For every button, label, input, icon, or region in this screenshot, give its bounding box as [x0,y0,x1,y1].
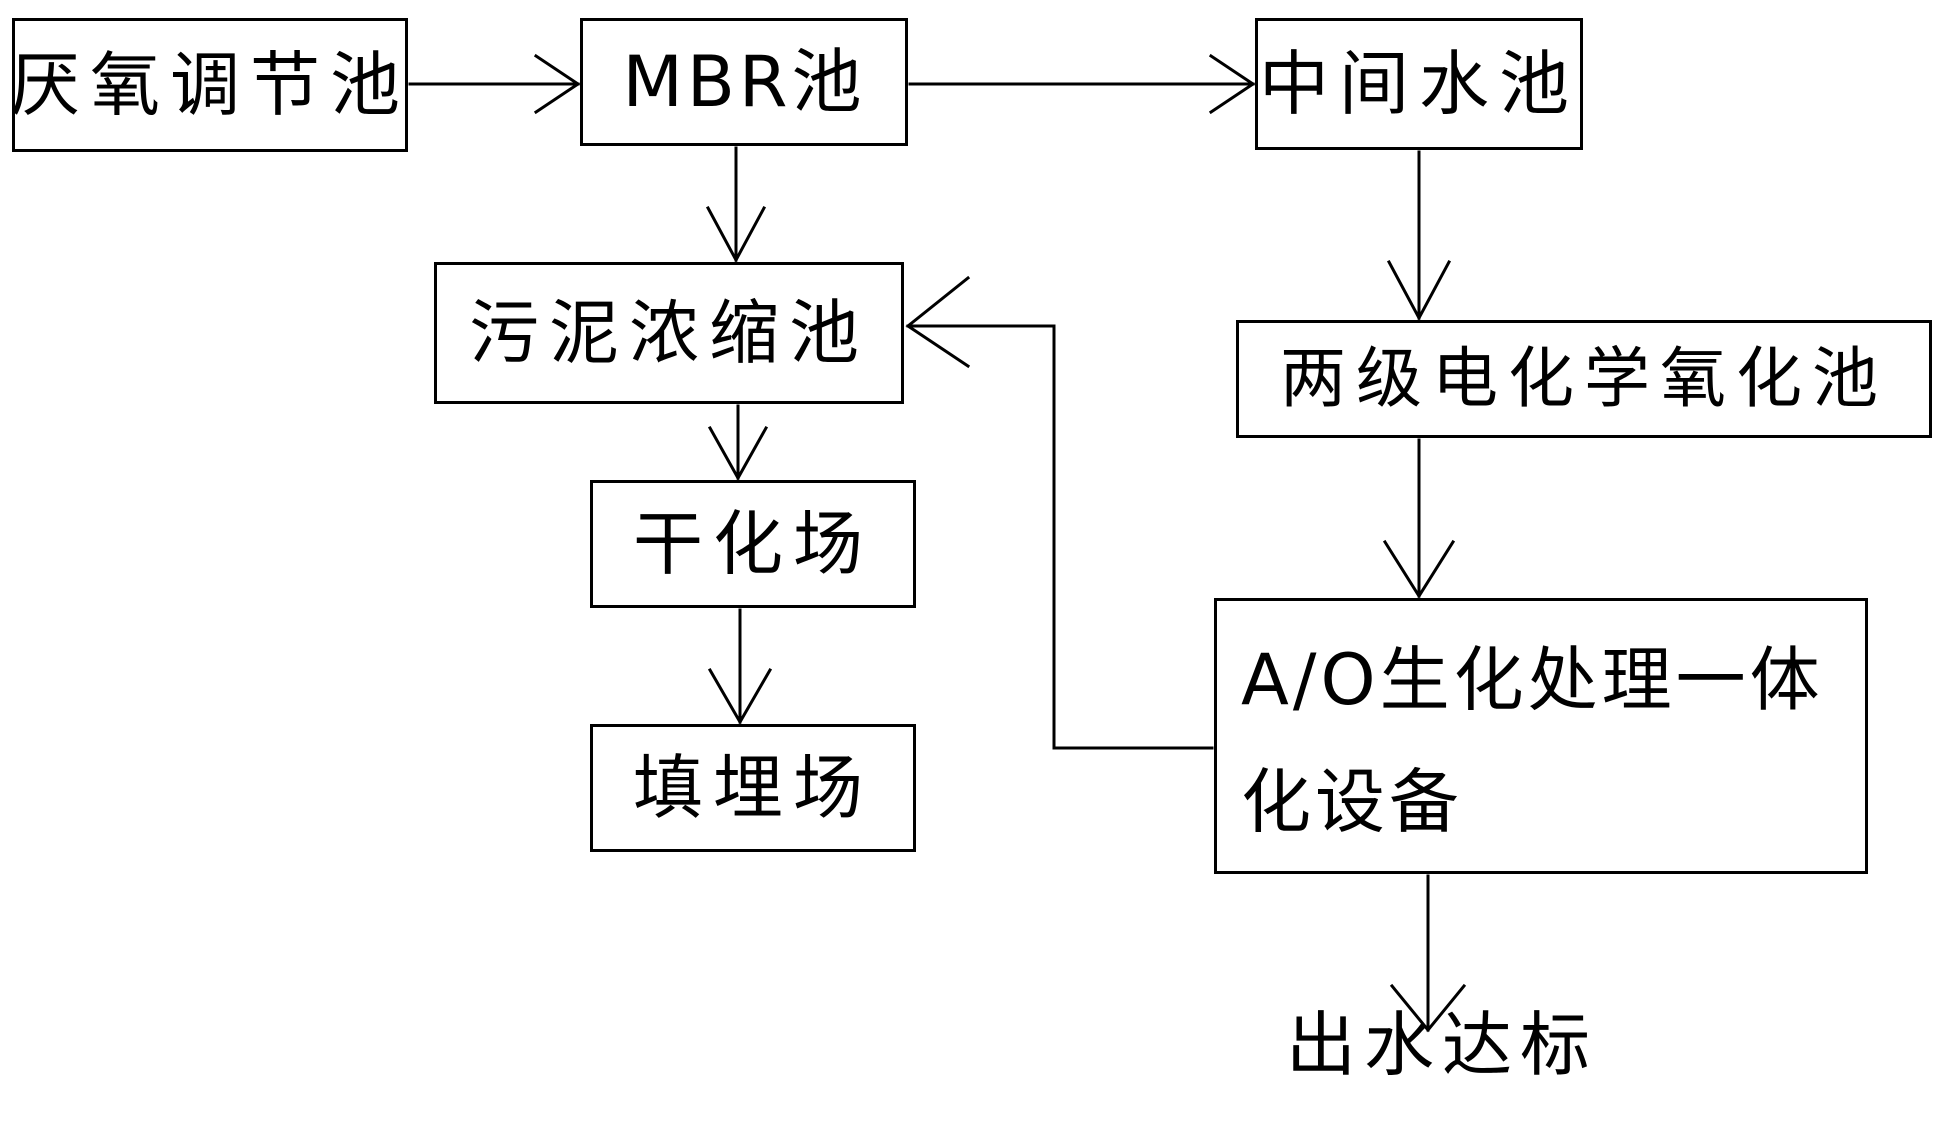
drying-yard-label: 干化场 [633,503,873,585]
arrow-anaerobic-to-mbr [408,53,581,115]
electrochemical-oxidation-tank-box: 两级电化学氧化池 [1236,320,1932,438]
arrow-sludge-to-drying-yard [707,404,769,482]
arrow-drying-yard-to-landfill [707,608,773,726]
anaerobic-tank-label: 厌氧调节池 [10,44,410,126]
landfill-label: 填埋场 [633,747,873,829]
anaerobic-tank-box: 厌氧调节池 [10,18,410,152]
electrochemical-oxidation-tank-label: 两级电化学氧化池 [1280,340,1888,417]
middle-water-tank-box: 中间水池 [1255,18,1583,150]
ao-equipment-box: A/O生化处理一体化设备 [1214,598,1868,874]
sludge-thickening-tank-box: 污泥浓缩池 [434,262,904,404]
effluent-label: 出水达标 [1286,1004,1598,1086]
arrow-ao-to-effluent [1389,874,1467,1033]
arrow-middle-tank-to-electrochemical [1386,150,1452,322]
landfill-box: 填埋场 [590,724,916,852]
sludge-thickening-tank-label: 污泥浓缩池 [469,292,869,374]
middle-water-tank-label: 中间水池 [1259,43,1579,125]
ao-equipment-label: A/O生化处理一体化设备 [1241,639,1824,843]
arrow-electrochemical-to-ao [1382,438,1456,599]
arrow-mbr-to-middle-tank [908,53,1256,115]
drying-yard-box: 干化场 [590,480,916,608]
arrow-ao-to-sludge-tank [905,275,1214,750]
mbr-tank-box: MBR池 [580,18,908,146]
mbr-tank-label: MBR池 [622,41,866,123]
arrow-mbr-to-sludge-tank [705,146,767,264]
